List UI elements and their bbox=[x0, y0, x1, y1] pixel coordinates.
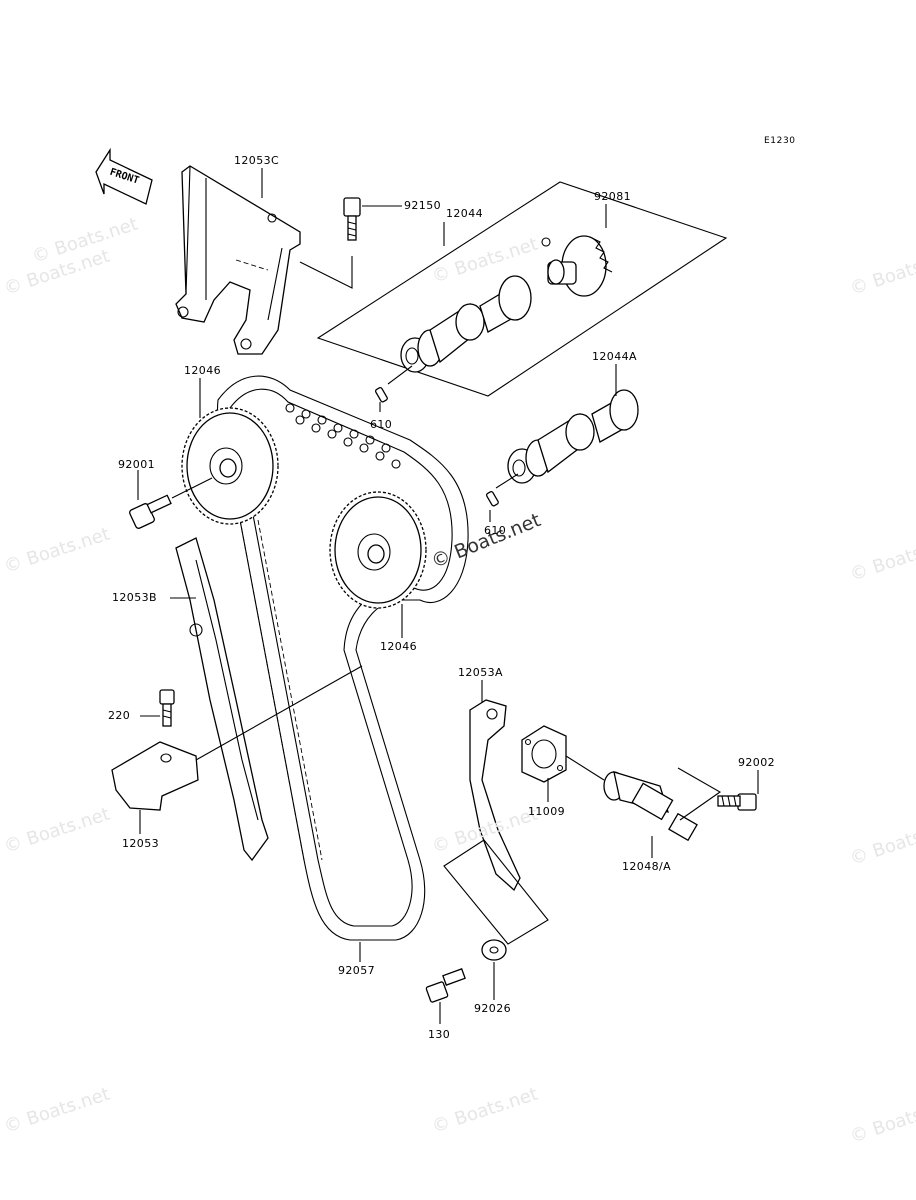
gasket-11009 bbox=[521, 725, 605, 783]
cam-chain-92057 bbox=[216, 375, 469, 941]
tensioner-12048a bbox=[603, 767, 722, 842]
bolt-130 bbox=[425, 968, 466, 1003]
front-arrow-icon: FRONT bbox=[95, 147, 153, 205]
label-12053c: 12053C bbox=[234, 154, 280, 167]
camshaft-12044a bbox=[507, 389, 639, 484]
sprocket-12046-top bbox=[181, 407, 279, 525]
label-130: 130 bbox=[428, 1028, 451, 1041]
bolt-92001 bbox=[129, 477, 213, 529]
label-12046-bottom: 12046 bbox=[380, 640, 417, 653]
label-92057: 92057 bbox=[338, 964, 375, 977]
bracket-12053c bbox=[175, 165, 353, 355]
chain-guide-12053a bbox=[443, 699, 549, 945]
label-12053a: 12053A bbox=[458, 666, 503, 679]
label-12048a: 12048/A bbox=[622, 860, 672, 873]
label-12053b: 12053B bbox=[112, 591, 157, 604]
chain-guide-12053 bbox=[111, 665, 363, 811]
label-92026: 92026 bbox=[474, 1002, 511, 1015]
chain-guide-12053b bbox=[175, 537, 269, 862]
label-92150: 92150 bbox=[404, 199, 441, 212]
bolt-220 bbox=[159, 689, 175, 727]
washer-92026 bbox=[481, 939, 507, 961]
pin-610 bbox=[374, 387, 388, 403]
diagram-ref: E1230 bbox=[764, 136, 796, 146]
label-12044: 12044 bbox=[446, 207, 483, 220]
label-12044a: 12044A bbox=[592, 350, 637, 363]
label-11009: 11009 bbox=[528, 805, 565, 818]
label-92001: 92001 bbox=[118, 458, 155, 471]
label-610: 610 bbox=[370, 418, 393, 431]
label-92081: 92081 bbox=[594, 190, 631, 203]
pin-610-b bbox=[485, 491, 499, 507]
decompressor-92081 bbox=[541, 235, 613, 297]
label-610-b: 610 bbox=[484, 524, 507, 537]
camshaft-12044 bbox=[400, 275, 532, 373]
sprocket-12046-bottom bbox=[329, 491, 427, 609]
label-12046-top: 12046 bbox=[184, 364, 221, 377]
label-220: 220 bbox=[108, 709, 131, 722]
label-92002: 92002 bbox=[738, 756, 775, 769]
label-12053: 12053 bbox=[122, 837, 159, 850]
bolt-92150 bbox=[343, 197, 361, 241]
camshaft-box bbox=[316, 181, 728, 397]
bolt-92002 bbox=[717, 793, 757, 811]
